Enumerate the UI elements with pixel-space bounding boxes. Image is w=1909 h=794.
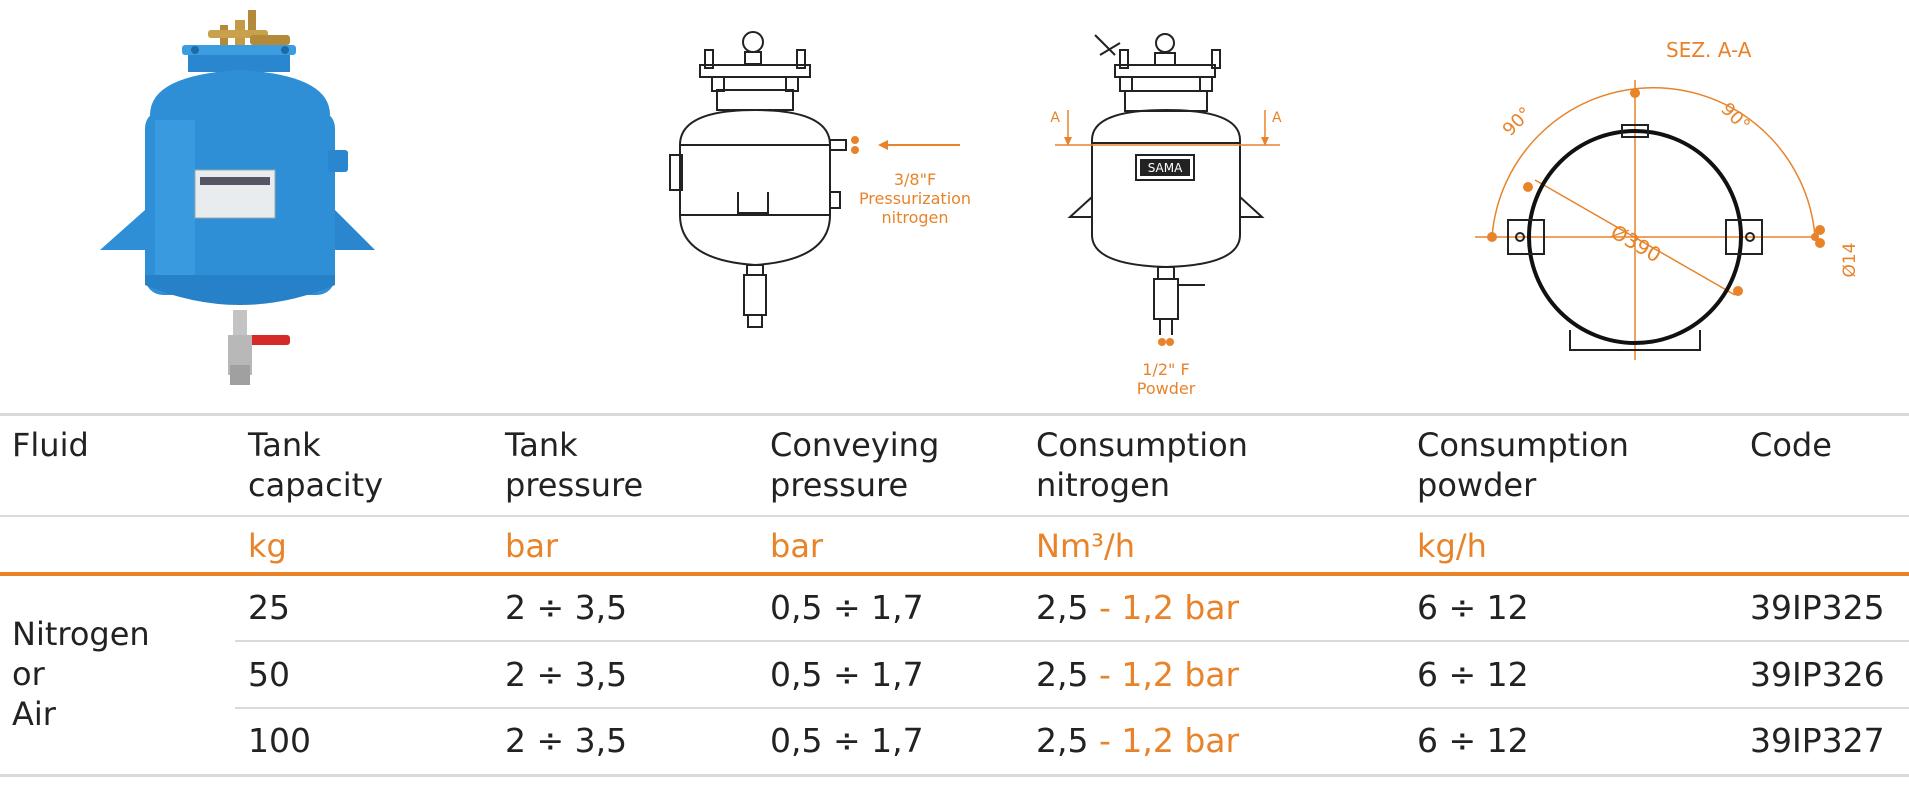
- unit-tank-pressure: bar: [505, 527, 559, 565]
- header-fluid: Fluid: [12, 426, 89, 464]
- cell-code: 39IP327: [1750, 721, 1885, 760]
- section-title: SEZ. A-A: [1666, 38, 1752, 62]
- nitrogen-note: - 1,2 bar: [1088, 655, 1240, 694]
- product-photo-tank: [100, 10, 375, 385]
- cell-conveying-pressure: 0,5 ÷ 1,7: [770, 588, 924, 627]
- unit-capacity: kg: [248, 527, 287, 565]
- drawing-side-view: [669, 31, 960, 328]
- table-units-line: [0, 572, 1909, 576]
- table-row: 100 2 ÷ 3,5 0,5 ÷ 1,7 2,5 - 1,2 bar 6 ÷ …: [0, 721, 1909, 763]
- nitrogen-value: 2,5: [1036, 655, 1089, 694]
- cell-tank-pressure: 2 ÷ 3,5: [505, 655, 628, 694]
- unit-conveying-pressure: bar: [770, 527, 824, 565]
- pressurization-label: 3/8"F Pressurization nitrogen: [858, 170, 972, 227]
- table-header-line: [0, 515, 1909, 517]
- table-row-line-2: [235, 707, 1909, 709]
- angle-left-label: 90°: [1499, 103, 1536, 140]
- section-mark-left: A: [1050, 110, 1060, 126]
- cell-capacity: 50: [248, 655, 290, 694]
- cell-code: 39IP326: [1750, 655, 1885, 694]
- cell-consumption-nitrogen: 2,5 - 1,2 bar: [1036, 721, 1239, 760]
- cell-code: 39IP325: [1750, 588, 1885, 627]
- section-mark-right: A: [1272, 110, 1282, 126]
- cell-capacity: 100: [248, 721, 311, 760]
- table-row: 50 2 ÷ 3,5 0,5 ÷ 1,7 2,5 - 1,2 bar 6 ÷ 1…: [0, 655, 1909, 697]
- cell-consumption-nitrogen: 2,5 - 1,2 bar: [1036, 588, 1239, 627]
- angle-right-label: 90°: [1716, 99, 1753, 136]
- cell-consumption-powder: 6 ÷ 12: [1417, 588, 1529, 627]
- table-bottom-line: [0, 774, 1909, 777]
- header-code: Code: [1750, 426, 1832, 464]
- unit-consumption-nitrogen: Nm³/h: [1036, 527, 1135, 565]
- diameter-label: Ø390: [1607, 220, 1666, 268]
- table-top-line: [0, 413, 1909, 416]
- table-row-line-1: [235, 640, 1909, 642]
- cell-capacity: 25: [248, 588, 290, 627]
- cell-tank-pressure: 2 ÷ 3,5: [505, 721, 628, 760]
- nitrogen-note: - 1,2 bar: [1088, 721, 1240, 760]
- plate-text: SAMA: [1148, 161, 1183, 175]
- drawing-front-view: SAMA A A: [1050, 33, 1282, 346]
- cell-consumption-nitrogen: 2,5 - 1,2 bar: [1036, 655, 1239, 694]
- cell-consumption-powder: 6 ÷ 12: [1417, 721, 1529, 760]
- table-row: 25 2 ÷ 3,5 0,5 ÷ 1,7 2,5 - 1,2 bar 6 ÷ 1…: [0, 588, 1909, 630]
- powder-label: 1/2" F Powder: [1136, 360, 1196, 398]
- drawing-section-aa: 90° 90° Ø390 Ø14: [1475, 80, 1860, 360]
- nitrogen-value: 2,5: [1036, 588, 1089, 627]
- cell-conveying-pressure: 0,5 ÷ 1,7: [770, 721, 924, 760]
- nitrogen-note: - 1,2 bar: [1088, 588, 1240, 627]
- unit-consumption-powder: kg/h: [1417, 527, 1487, 565]
- nitrogen-value: 2,5: [1036, 721, 1089, 760]
- cell-consumption-powder: 6 ÷ 12: [1417, 655, 1529, 694]
- cell-tank-pressure: 2 ÷ 3,5: [505, 588, 628, 627]
- cell-conveying-pressure: 0,5 ÷ 1,7: [770, 655, 924, 694]
- fluid-cell: Nitrogen or Air: [12, 615, 150, 733]
- hole-diameter-label: Ø14: [1840, 242, 1860, 277]
